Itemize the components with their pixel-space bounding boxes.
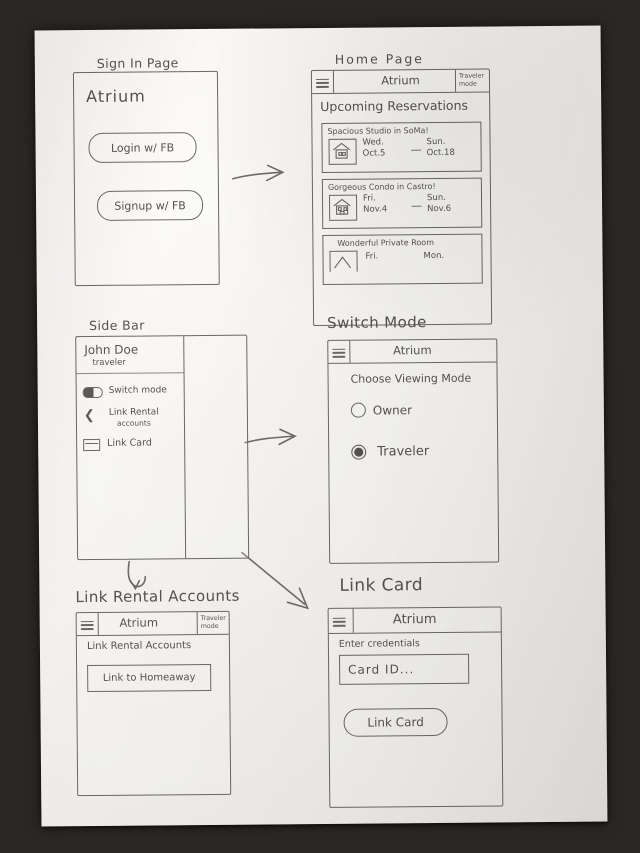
roof-icon — [329, 250, 358, 272]
link-rental-app-bar-title: Atrium — [119, 615, 159, 630]
radio-owner-icon — [350, 402, 366, 418]
sidebar-item-link-rental-accounts[interactable]: ❮ Link Rental accounts — [77, 406, 184, 433]
reservation-end-day: Sun. — [426, 192, 446, 204]
reservation-title: Wonderful Private Room — [337, 238, 435, 248]
sidebar-user-name: John Doe — [84, 342, 139, 358]
caption-home-page: Home Page — [334, 51, 425, 67]
panel-side-bar: John Doe traveler Switch mode ❮ Link Ren… — [75, 334, 250, 561]
reservation-start: Fri. — [365, 251, 378, 262]
sidebar-item-label: Link Card — [107, 437, 152, 449]
paper-sheet: Sign In Page Atrium Login w/ FB Signup w… — [34, 25, 608, 827]
reservation-end-day: Sun. — [426, 136, 446, 148]
enter-credentials-heading: Enter credentials — [338, 638, 420, 650]
reservation-card[interactable]: Wonderful Private Room Fri. Mon. — [322, 233, 483, 285]
radio-option-traveler[interactable]: Traveler — [351, 444, 471, 463]
choose-viewing-mode-heading: Choose Viewing Mode — [350, 371, 472, 386]
caption-link-card: Link Card — [339, 575, 424, 596]
arrow-sign-in-to-home — [232, 164, 285, 182]
caption-switch-mode: Switch Mode — [327, 313, 427, 332]
link-to-homeaway-button[interactable]: Link to Homeaway — [87, 663, 212, 693]
arrow-side-bar-to-switch-mode — [244, 428, 297, 446]
sidebar-item-label: Switch mode — [108, 385, 167, 396]
sidebar-divider — [76, 372, 184, 375]
caption-side-bar: Side Bar — [89, 317, 145, 334]
reservation-end: Mon. — [423, 251, 444, 262]
card-icon — [83, 438, 101, 452]
reservation-title: Gorgeous Condo in Castro! — [327, 181, 436, 192]
caption-sign-in-page: Sign In Page — [96, 55, 179, 71]
panel-link-card: Atrium Enter credentials Card ID... Link… — [327, 606, 504, 808]
reservation-end: Sun. Nov.6 — [427, 193, 451, 215]
radio-option-owner[interactable]: Owner — [350, 402, 471, 421]
radio-traveler-icon — [351, 444, 367, 460]
arrow-side-bar-to-link-card — [241, 551, 309, 610]
sidebar-item-label: Link Rental — [108, 407, 159, 418]
reservation-card[interactable]: Gorgeous Condo in Castro! Fri. Nov.4 — — [321, 177, 483, 229]
reservation-start-day: Fri. — [362, 193, 376, 204]
sidebar-item-switch-mode[interactable]: Switch mode — [77, 382, 184, 401]
link-card-app-bar-title: Atrium — [392, 611, 437, 628]
reservation-end-date: Oct.18 — [426, 147, 455, 159]
house-icon — [328, 138, 357, 165]
sidebar-user-role: traveler — [92, 357, 126, 368]
caption-link-rental-accounts: Link Rental Accounts — [75, 586, 240, 607]
traveler-mode-badge[interactable]: Traveler mode — [196, 611, 229, 635]
reservation-start-day: Wed. — [362, 137, 384, 148]
reservation-end: Sun. Oct.18 — [426, 137, 454, 159]
panel-link-rental-accounts: Atrium Traveler mode Link Rental Account… — [75, 610, 232, 797]
reservation-card[interactable]: Spacious Studio in SoMa! Wed. Oct.5 — S — [321, 121, 482, 173]
toggle-icon — [82, 386, 103, 399]
link-rental-heading: Link Rental Accounts — [86, 640, 192, 653]
reservation-start-date: Nov.4 — [363, 204, 388, 215]
reservation-title: Spacious Studio in SoMa! — [327, 126, 429, 136]
login-with-fb-button[interactable]: Login w/ FB — [88, 132, 197, 164]
upcoming-reservations-heading: Upcoming Reservations — [320, 97, 469, 114]
reservation-end-date: Nov.6 — [427, 203, 452, 215]
home-app-bar: Atrium Traveler mode — [311, 69, 490, 95]
sidebar-item-label-second-line: accounts — [116, 418, 151, 428]
panel-switch-mode: Atrium Choose Viewing Mode Owner Travele… — [327, 338, 500, 564]
reservation-start: Fri. Nov.4 — [363, 193, 387, 215]
reservation-start-day: Fri. — [365, 251, 379, 262]
sign-in-brand: Atrium — [86, 86, 146, 107]
share-icon: ❮ — [83, 407, 95, 424]
radio-option-label: Owner — [372, 403, 413, 418]
signup-with-fb-button[interactable]: Signup w/ FB — [96, 190, 204, 221]
link-card-app-bar: Atrium — [328, 607, 501, 634]
house-icon — [328, 194, 358, 221]
traveler-mode-badge[interactable]: Traveler mode — [454, 69, 490, 92]
card-id-input[interactable]: Card ID... — [338, 653, 470, 685]
panel-home-page: Atrium Traveler mode Upcoming Reservatio… — [310, 68, 493, 327]
radio-option-label: Traveler — [377, 444, 430, 460]
arrow-side-bar-to-link-rental — [127, 560, 147, 591]
reservation-start-date: Oct.5 — [362, 148, 386, 159]
reservation-separator: — — [410, 143, 422, 157]
link-rental-app-bar: Atrium Traveler mode — [76, 611, 229, 637]
switch-mode-app-bar-title: Atrium — [392, 343, 432, 358]
sidebar-item-link-card[interactable]: Link Card — [77, 435, 184, 454]
panel-sign-in-page: Atrium Login w/ FB Signup w/ FB — [72, 70, 220, 287]
switch-mode-app-bar: Atrium — [328, 339, 497, 364]
link-card-submit-button[interactable]: Link Card — [343, 707, 448, 737]
reservation-separator: — — [411, 199, 423, 213]
reservation-start: Wed. Oct.5 — [362, 137, 385, 159]
reservation-end-day: Mon. — [423, 250, 445, 262]
